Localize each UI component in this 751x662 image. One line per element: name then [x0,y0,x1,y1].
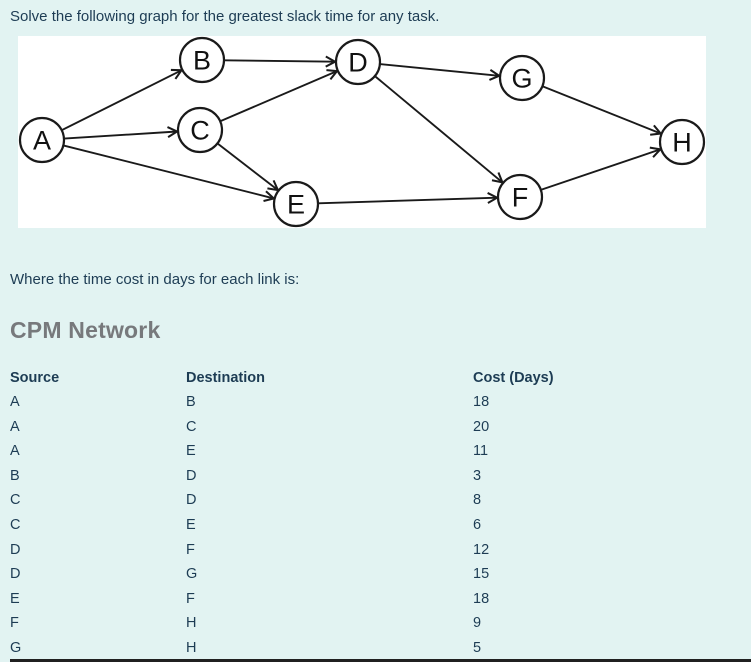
cost-cell: 6 [473,516,482,533]
cost-cell: 11 [473,443,489,460]
cost-cell: 8 [473,492,482,509]
table-row: G H 5 [10,637,741,662]
destination-cell: G [186,566,198,583]
destination-cell: C [186,418,197,435]
graph-node-C: C [176,106,224,154]
destination-cell: F [186,541,195,558]
table-row: A E 11 [10,440,741,465]
cost-cell: 12 [473,541,490,558]
cost-cell: 5 [473,639,482,656]
table-header-row: Source Destination Cost (Days) [10,367,741,391]
graph-node-label: F [512,183,529,213]
graph-node-label: H [672,128,692,158]
graph-node-label: E [287,190,305,220]
source-cell: A [10,418,20,435]
graph-node-label: B [193,46,211,76]
graph-edge-A-E [63,144,273,198]
header-cost: Cost (Days) [473,370,554,386]
table-row: A B 18 [10,391,741,416]
graph-edge-C-D [219,71,337,123]
graph-node-A: A [18,116,66,164]
cost-cell: 18 [473,590,490,607]
graph-node-E: E [272,180,320,228]
destination-cell: H [186,615,197,632]
graph-edge-E-F [317,198,497,205]
problem-statement: Solve the following graph for the greate… [10,8,440,25]
cost-cell: 15 [473,566,490,583]
header-destination: Destination [186,370,265,386]
graph-node-G: G [498,54,546,102]
table-row: D G 15 [10,563,741,588]
graph-node-label: G [511,64,532,94]
destination-cell: E [186,516,196,533]
header-source: Source [10,370,60,386]
graph-node-D: D [334,38,382,86]
graph-edge-D-F [374,75,502,182]
graph-node-F: F [496,173,544,221]
graph-edge-A-C [63,132,177,140]
table-row: C D 8 [10,489,741,514]
table-row: B D 3 [10,465,741,490]
section-title: CPM Network [10,317,161,343]
bottom-divider [10,659,751,662]
source-cell: C [10,492,21,509]
table-row: D F 12 [10,539,741,564]
source-cell: F [10,615,19,632]
graph-node-label: A [33,126,51,156]
link-cost-note: Where the time cost in days for each lin… [10,271,300,288]
source-cell: D [10,566,21,583]
table-row: A C 20 [10,416,741,441]
graph-node-label: C [190,116,210,146]
destination-cell: B [186,394,196,410]
cost-cell: 9 [473,615,482,632]
destination-cell: D [186,492,197,509]
source-cell: A [10,394,20,410]
graph-node-H: H [658,118,706,166]
source-cell: E [10,590,20,607]
destination-cell: E [186,443,196,460]
cost-cell: 18 [473,394,490,410]
source-cell: B [10,467,20,484]
graph-edge-C-E [216,142,277,190]
source-cell: C [10,516,21,533]
graph-edge-A-B [61,70,182,132]
table-row: C E 6 [10,514,741,539]
table-row: E F 18 [10,588,741,613]
cost-cell: 3 [473,467,482,484]
destination-cell: H [186,639,197,656]
source-cell: A [10,443,20,460]
graph-edge-G-H [542,85,660,133]
graph-node-label: D [348,48,368,78]
destination-cell: F [186,590,195,607]
cpm-graph-panel: A B C D E G F H [18,36,706,228]
cost-cell: 20 [473,418,490,435]
destination-cell: D [186,467,197,484]
graph-edge-F-H [540,149,660,191]
graph-node-B: B [178,36,226,84]
source-cell: G [10,639,22,656]
graph-edge-B-D [223,60,335,61]
graph-edge-D-G [379,63,499,76]
table-row: F H 9 [10,612,741,637]
cpm-graph: A B C D E G F H [18,36,706,228]
source-cell: D [10,541,21,558]
